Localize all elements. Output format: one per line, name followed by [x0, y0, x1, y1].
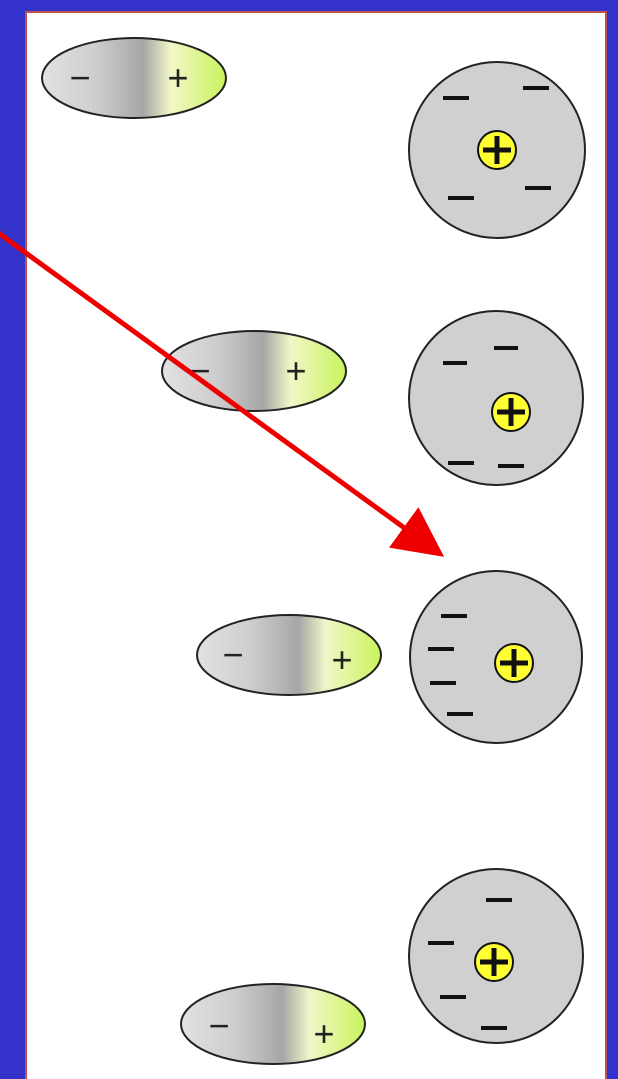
electron-icon — [440, 995, 466, 999]
stage-1: − + — [41, 37, 586, 239]
atom — [408, 868, 584, 1044]
red-arrow — [0, 231, 445, 557]
nucleus-icon — [491, 392, 531, 432]
electron-icon — [428, 941, 454, 945]
molecule-negative-end: − — [208, 1005, 229, 1046]
polar-molecule: − + — [196, 614, 382, 696]
electron-icon — [448, 461, 474, 465]
stage-3: − + — [196, 570, 583, 744]
molecule-body — [41, 37, 227, 119]
molecule-positive-end: + — [167, 57, 188, 98]
molecule-body — [196, 614, 382, 696]
atom — [409, 570, 583, 744]
molecule-negative-end: − — [69, 57, 90, 98]
nucleus-icon — [494, 643, 534, 683]
electron-icon — [443, 361, 467, 365]
molecule-negative-end: − — [222, 634, 243, 675]
atom-cloud — [408, 310, 584, 486]
electron-icon — [430, 681, 456, 685]
molecule-positive-end: + — [331, 639, 352, 680]
molecule-body — [161, 330, 347, 412]
electron-icon — [498, 464, 524, 468]
molecule-positive-end: + — [313, 1013, 334, 1054]
nucleus-icon — [477, 130, 517, 170]
electron-icon — [448, 196, 474, 200]
electron-icon — [481, 1026, 507, 1030]
electron-icon — [447, 712, 473, 716]
polar-molecule: − + — [41, 37, 227, 119]
stage-4: − + — [180, 868, 584, 1065]
electron-icon — [428, 647, 454, 651]
atom — [408, 61, 586, 239]
electron-icon — [443, 96, 469, 100]
polar-molecule: − + — [180, 983, 366, 1065]
electron-icon — [523, 86, 549, 90]
electron-icon — [494, 346, 518, 350]
electron-icon — [441, 614, 467, 618]
electron-icon — [525, 186, 551, 190]
electron-icon — [486, 898, 512, 902]
atom — [408, 310, 584, 486]
molecule-body — [180, 983, 366, 1065]
molecule-positive-end: + — [285, 350, 306, 391]
nucleus-icon — [474, 942, 514, 982]
